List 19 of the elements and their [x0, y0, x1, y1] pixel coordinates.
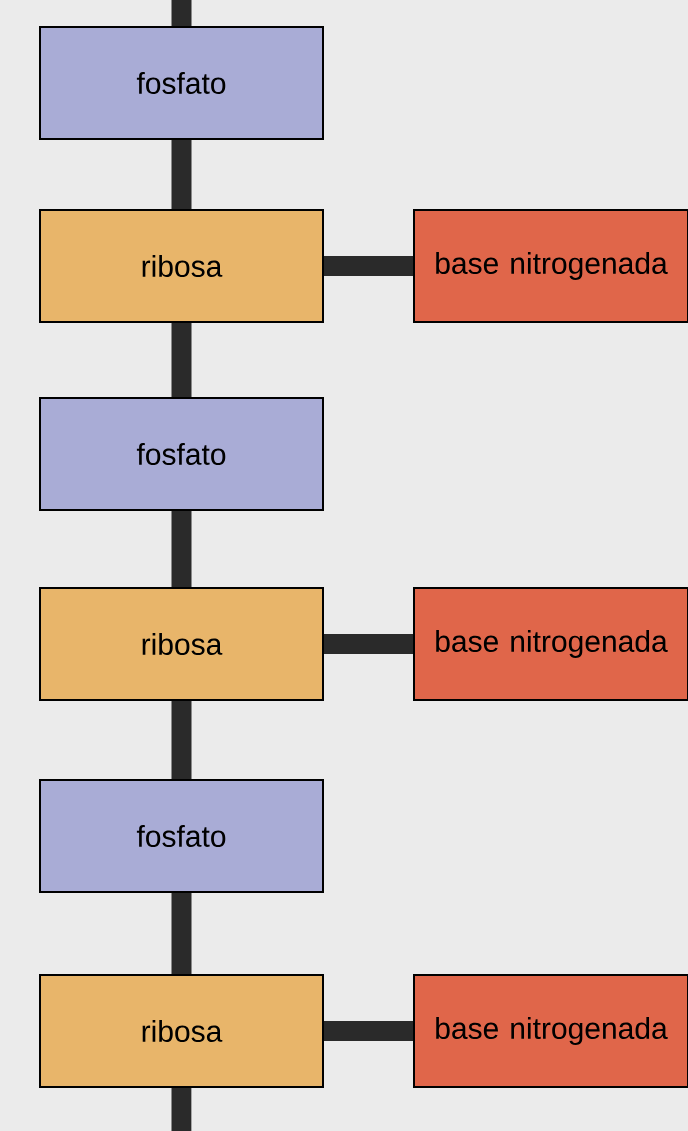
- connector-bar: [324, 634, 413, 654]
- connector-bar: [171, 323, 192, 397]
- connector-bar: [171, 893, 192, 974]
- sugar-box: ribosa: [39, 209, 324, 323]
- connector-bar: [171, 140, 192, 209]
- connector-bar: [324, 256, 413, 276]
- phosphate-box: fosfato: [39, 26, 324, 140]
- connector-bar: [171, 1088, 192, 1131]
- connector-bar: [171, 511, 192, 587]
- phosphate-box: fosfato: [39, 397, 324, 511]
- sugar-box: ribosa: [39, 974, 324, 1088]
- connector-bar: [171, 701, 192, 779]
- connector-bar: [324, 1021, 413, 1041]
- connector-bar: [171, 0, 192, 26]
- base-box: base nitrogenada: [413, 974, 688, 1088]
- phosphate-box: fosfato: [39, 779, 324, 893]
- sugar-box: ribosa: [39, 587, 324, 701]
- base-box: base nitrogenada: [413, 587, 688, 701]
- base-box: base nitrogenada: [413, 209, 688, 323]
